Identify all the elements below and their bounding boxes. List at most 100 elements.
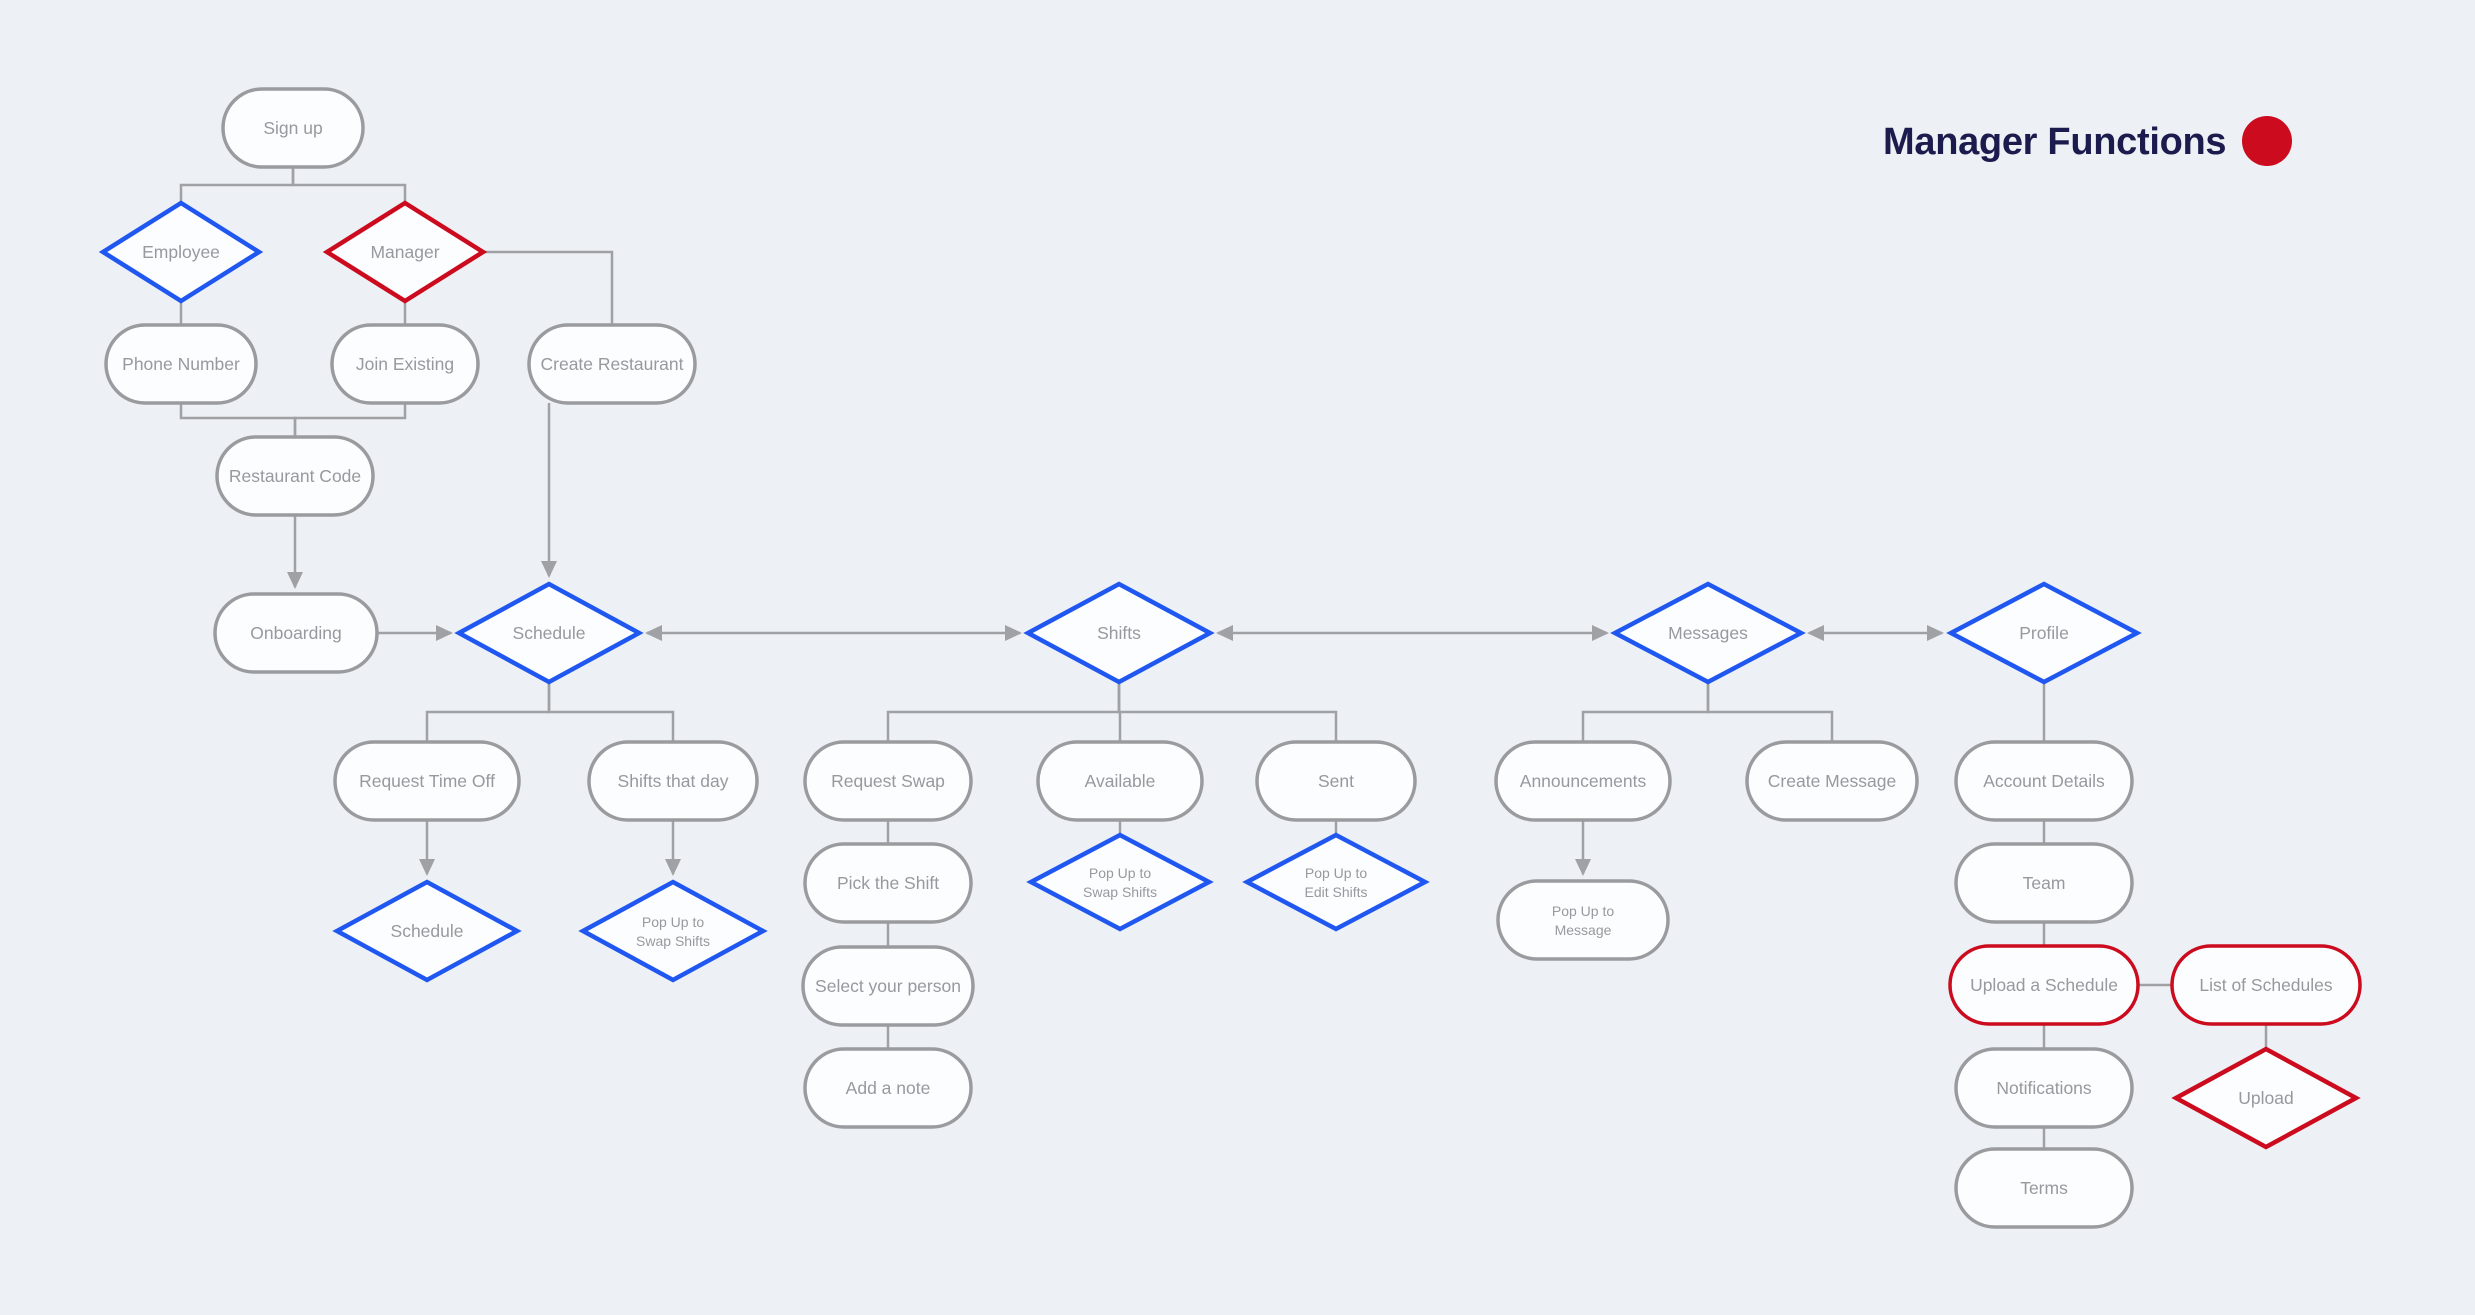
edge-signup-manager: [291, 167, 407, 203]
node-label: Create Restaurant: [541, 354, 684, 374]
node-shifts-that-day[interactable]: Shifts that day: [587, 740, 759, 822]
node-label-line2: Swap Shifts: [636, 933, 710, 949]
node-popup-message[interactable]: Pop Up to Message: [1496, 879, 1670, 961]
node-shape: [1745, 740, 1919, 822]
node-onboarding[interactable]: Onboarding: [213, 592, 379, 674]
node-restaurant-code[interactable]: Restaurant Code: [215, 435, 375, 517]
connectors: [179, 167, 2268, 1149]
node-shape: [1496, 879, 1670, 961]
node-notifications[interactable]: Notifications: [1954, 1047, 2134, 1129]
node-label-line2: Message: [1555, 922, 1612, 938]
edge-phone-code: [179, 403, 297, 436]
node-create-message[interactable]: Create Message: [1745, 740, 1919, 822]
node-label-line1: Pop Up to: [1305, 865, 1367, 881]
node-shape: [1610, 581, 1806, 685]
node-popup-swap-shifts-a[interactable]: Pop Up to Swap Shifts: [578, 879, 768, 983]
node-label: Messages: [1668, 623, 1748, 643]
node-create-restaurant[interactable]: Create Restaurant: [527, 323, 697, 405]
node-schedule[interactable]: Schedule: [454, 581, 644, 685]
node-upload-a-schedule[interactable]: Upload a Schedule: [1948, 944, 2140, 1026]
node-shape: [2171, 1046, 2361, 1150]
node-phone-number[interactable]: Phone Number: [104, 323, 258, 405]
node-label: Schedule: [391, 921, 464, 941]
node-shape: [213, 592, 379, 674]
node-label: Available: [1085, 771, 1156, 791]
node-add-a-note[interactable]: Add a note: [803, 1047, 973, 1129]
node-shape: [215, 435, 375, 517]
node-sign-up[interactable]: Sign up: [221, 87, 365, 169]
node-shape: [1036, 740, 1204, 822]
node-employee[interactable]: Employee: [98, 200, 264, 304]
node-upload[interactable]: Upload: [2171, 1046, 2361, 1150]
edge-messages-createmsg: [1706, 682, 1834, 742]
node-profile[interactable]: Profile: [1946, 581, 2142, 685]
node-label: Restaurant Code: [229, 466, 361, 486]
edge-shifts-sent: [1117, 682, 1338, 742]
node-shape: [803, 1047, 973, 1129]
node-shape: [1954, 1047, 2134, 1129]
edge-schedule-std: [547, 682, 675, 742]
node-label: Announcements: [1520, 771, 1647, 791]
node-shape: [2170, 944, 2362, 1026]
node-shape: [1954, 740, 2134, 822]
node-label: Select your person: [815, 976, 961, 996]
node-shape: [587, 740, 759, 822]
node-popup-swap-shifts-b[interactable]: Pop Up to Swap Shifts: [1026, 832, 1214, 932]
node-shape: [1255, 740, 1417, 822]
node-shape: [98, 200, 264, 304]
node-request-time-off[interactable]: Request Time Off: [333, 740, 521, 822]
node-shape: [330, 323, 480, 405]
node-label: Employee: [142, 242, 220, 262]
node-select-your-person[interactable]: Select your person: [801, 945, 975, 1027]
edge-signup-employee: [179, 167, 295, 203]
edge-messages-announcements: [1581, 682, 1710, 742]
node-label: Manager: [370, 242, 439, 262]
node-shape: [1026, 832, 1214, 932]
node-shape: [1948, 944, 2140, 1026]
node-pick-the-shift[interactable]: Pick the Shift: [803, 842, 973, 924]
node-messages[interactable]: Messages: [1610, 581, 1806, 685]
node-shape: [1494, 740, 1672, 822]
node-schedule-sub[interactable]: Schedule: [332, 879, 522, 983]
node-label: Join Existing: [356, 354, 454, 374]
node-available[interactable]: Available: [1036, 740, 1204, 822]
node-shape: [221, 87, 365, 169]
node-label: List of Schedules: [2199, 975, 2333, 995]
node-shape: [803, 842, 973, 924]
node-label: Account Details: [1983, 771, 2105, 791]
node-label: Profile: [2019, 623, 2069, 643]
node-team[interactable]: Team: [1954, 842, 2134, 924]
diagram-title: Manager Functions: [1883, 116, 2292, 166]
node-shape: [527, 323, 697, 405]
node-announcements[interactable]: Announcements: [1494, 740, 1672, 822]
node-label: Add a note: [846, 1078, 931, 1098]
node-popup-edit-shifts[interactable]: Pop Up to Edit Shifts: [1242, 832, 1430, 932]
node-account-details[interactable]: Account Details: [1954, 740, 2134, 822]
node-label: Schedule: [513, 623, 586, 643]
node-list-of-schedules[interactable]: List of Schedules: [2170, 944, 2362, 1026]
node-terms[interactable]: Terms: [1954, 1147, 2134, 1229]
legend-dot: [2242, 116, 2292, 166]
node-shape: [1242, 832, 1430, 932]
edge-shifts-requestswap: [886, 682, 1121, 742]
node-shape: [578, 879, 768, 983]
node-join-existing[interactable]: Join Existing: [330, 323, 480, 405]
node-shifts[interactable]: Shifts: [1023, 581, 1215, 685]
node-label: Upload a Schedule: [1970, 975, 2118, 995]
node-label: Sign up: [263, 118, 322, 138]
node-shape: [1023, 581, 1215, 685]
node-label: Pick the Shift: [837, 873, 939, 893]
edge-schedule-rto: [425, 682, 551, 742]
node-label: Sent: [1318, 771, 1354, 791]
node-request-swap[interactable]: Request Swap: [803, 740, 973, 822]
node-shape: [803, 740, 973, 822]
node-label: Shifts that day: [618, 771, 729, 791]
node-manager[interactable]: Manager: [322, 200, 488, 304]
edge-join-code: [293, 403, 407, 436]
node-label: Onboarding: [250, 623, 341, 643]
node-shape: [454, 581, 644, 685]
node-shape: [104, 323, 258, 405]
node-sent[interactable]: Sent: [1255, 740, 1417, 822]
node-label: Upload: [2238, 1088, 2293, 1108]
node-label-line1: Pop Up to: [642, 914, 704, 930]
